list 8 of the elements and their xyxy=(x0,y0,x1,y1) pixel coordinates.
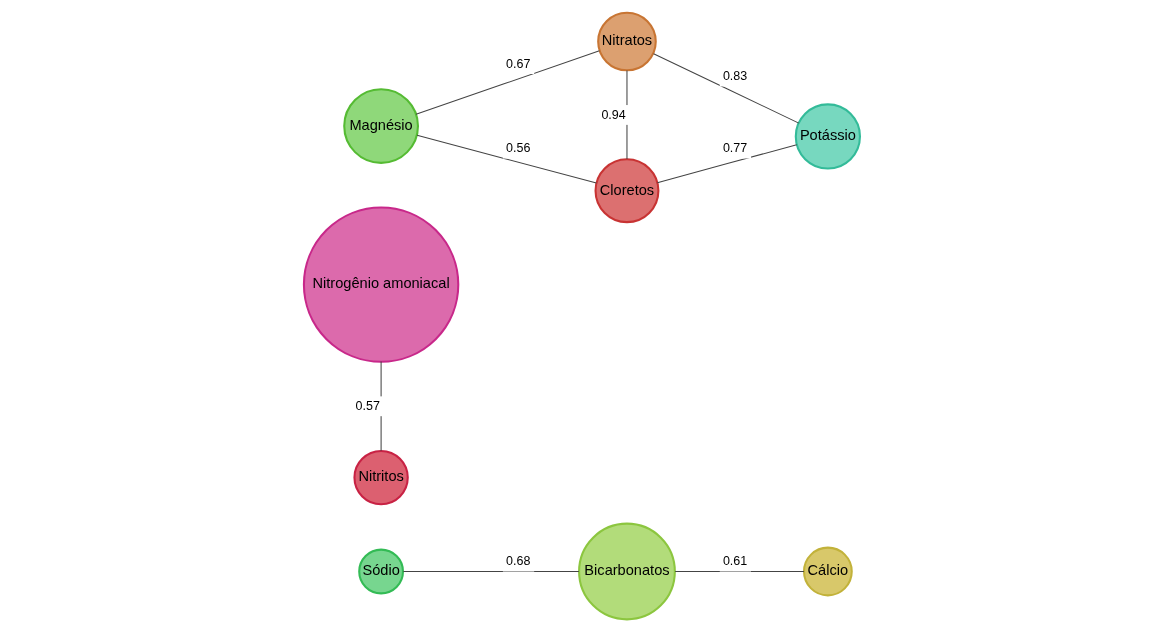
edge-label: 0.68 xyxy=(505,554,530,569)
edge-label: 0.77 xyxy=(722,141,747,156)
edge-label: 0.94 xyxy=(600,107,626,122)
edge-label: 0.67 xyxy=(505,56,530,71)
edge-label: 0.83 xyxy=(722,69,747,84)
edge-label: 0.56 xyxy=(505,141,530,156)
edge-label: 0.61 xyxy=(722,554,747,569)
edge-label: 0.57 xyxy=(355,399,380,414)
